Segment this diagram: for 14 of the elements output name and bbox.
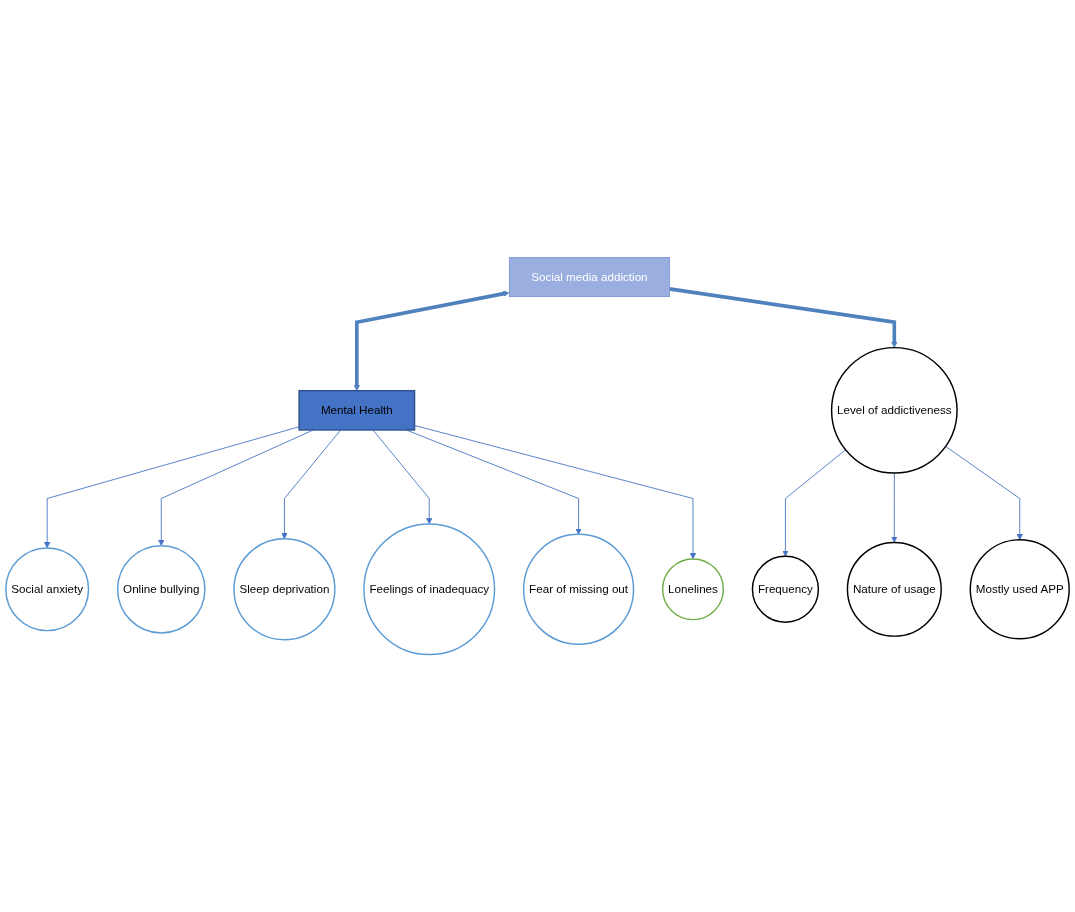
node-circle: Nature of usage	[846, 541, 942, 637]
arrow	[353, 290, 510, 391]
node-circle: Online bullying	[116, 544, 206, 634]
node-circle: Mostly used APP	[969, 539, 1070, 640]
node-circle: Frequency	[751, 555, 820, 623]
node-circle: Level of addictiveness	[830, 346, 958, 474]
node-circle: Feelings of inadequacy	[363, 523, 496, 656]
node-circle: Sleep deprivation	[233, 538, 336, 641]
arrow	[669, 287, 898, 348]
node-circle: Lonelines	[661, 558, 725, 621]
node-circle: Fear of missing out	[522, 533, 635, 645]
node-circle: Social anxiety	[5, 547, 90, 632]
node-box: Social media addiction	[508, 257, 670, 298]
node-box: Mental Health	[298, 389, 416, 431]
